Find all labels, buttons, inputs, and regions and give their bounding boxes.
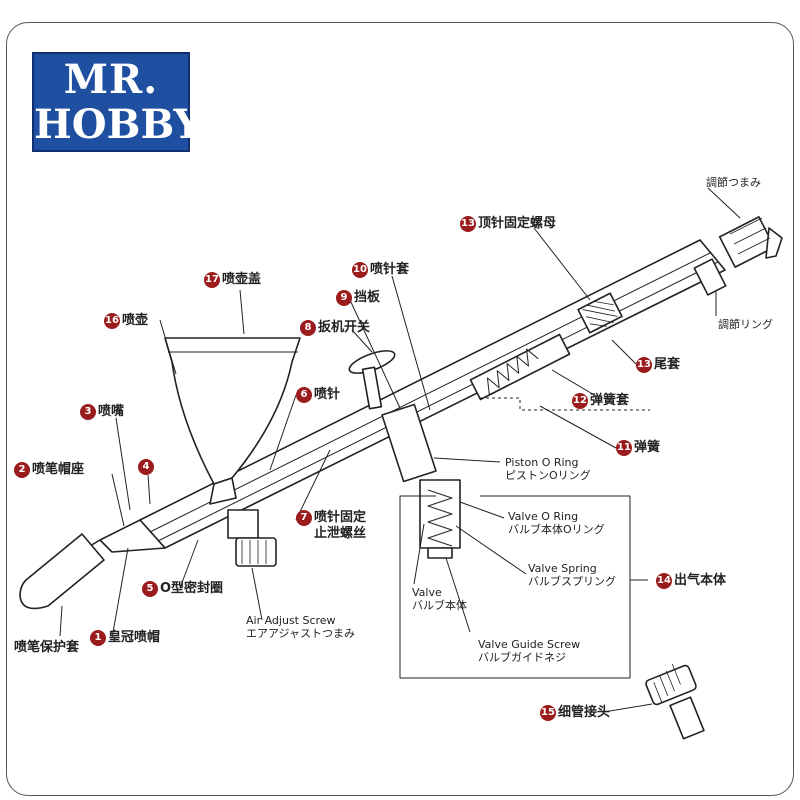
leader-lines xyxy=(59,187,741,713)
valve-lower xyxy=(419,479,461,549)
adjust-knob-label: 調節つまみ xyxy=(706,176,761,189)
air-adjust-screw-label: Air Adjust Screw エアアジャストつまみ xyxy=(246,614,356,640)
logo-line1: MR. xyxy=(63,56,159,103)
valve-oring-label: Valve O Ring バルブ本体Oリング xyxy=(508,510,605,536)
callout-4: 4 xyxy=(138,459,156,475)
adjust-ring xyxy=(693,258,727,296)
adjust-knob xyxy=(718,216,776,268)
piston-oring-label: Piston O Ring ピストンOリング xyxy=(505,456,591,482)
valve-label: Valve バルブ本体 xyxy=(412,586,467,612)
hose-fitting xyxy=(645,663,705,740)
adjust-ring-label: 調節リング xyxy=(718,318,773,331)
protector-label: 喷笔保护套 xyxy=(14,640,80,655)
mr-hobby-logo: MR. HOBBY xyxy=(32,52,203,152)
logo-line2: HOBBY xyxy=(34,101,203,148)
diagram-frame xyxy=(6,22,794,796)
valve-spring-label: Valve Spring バルブスプリング xyxy=(528,562,616,588)
nozzle-cone xyxy=(99,519,166,553)
spring-housing xyxy=(469,333,571,401)
protector-cap xyxy=(19,533,105,610)
air-adjust-screw xyxy=(227,509,259,539)
valve-body xyxy=(381,403,437,483)
valve-guide-screw-label: Valve Guide Screw バルブガイドネジ xyxy=(478,638,581,664)
